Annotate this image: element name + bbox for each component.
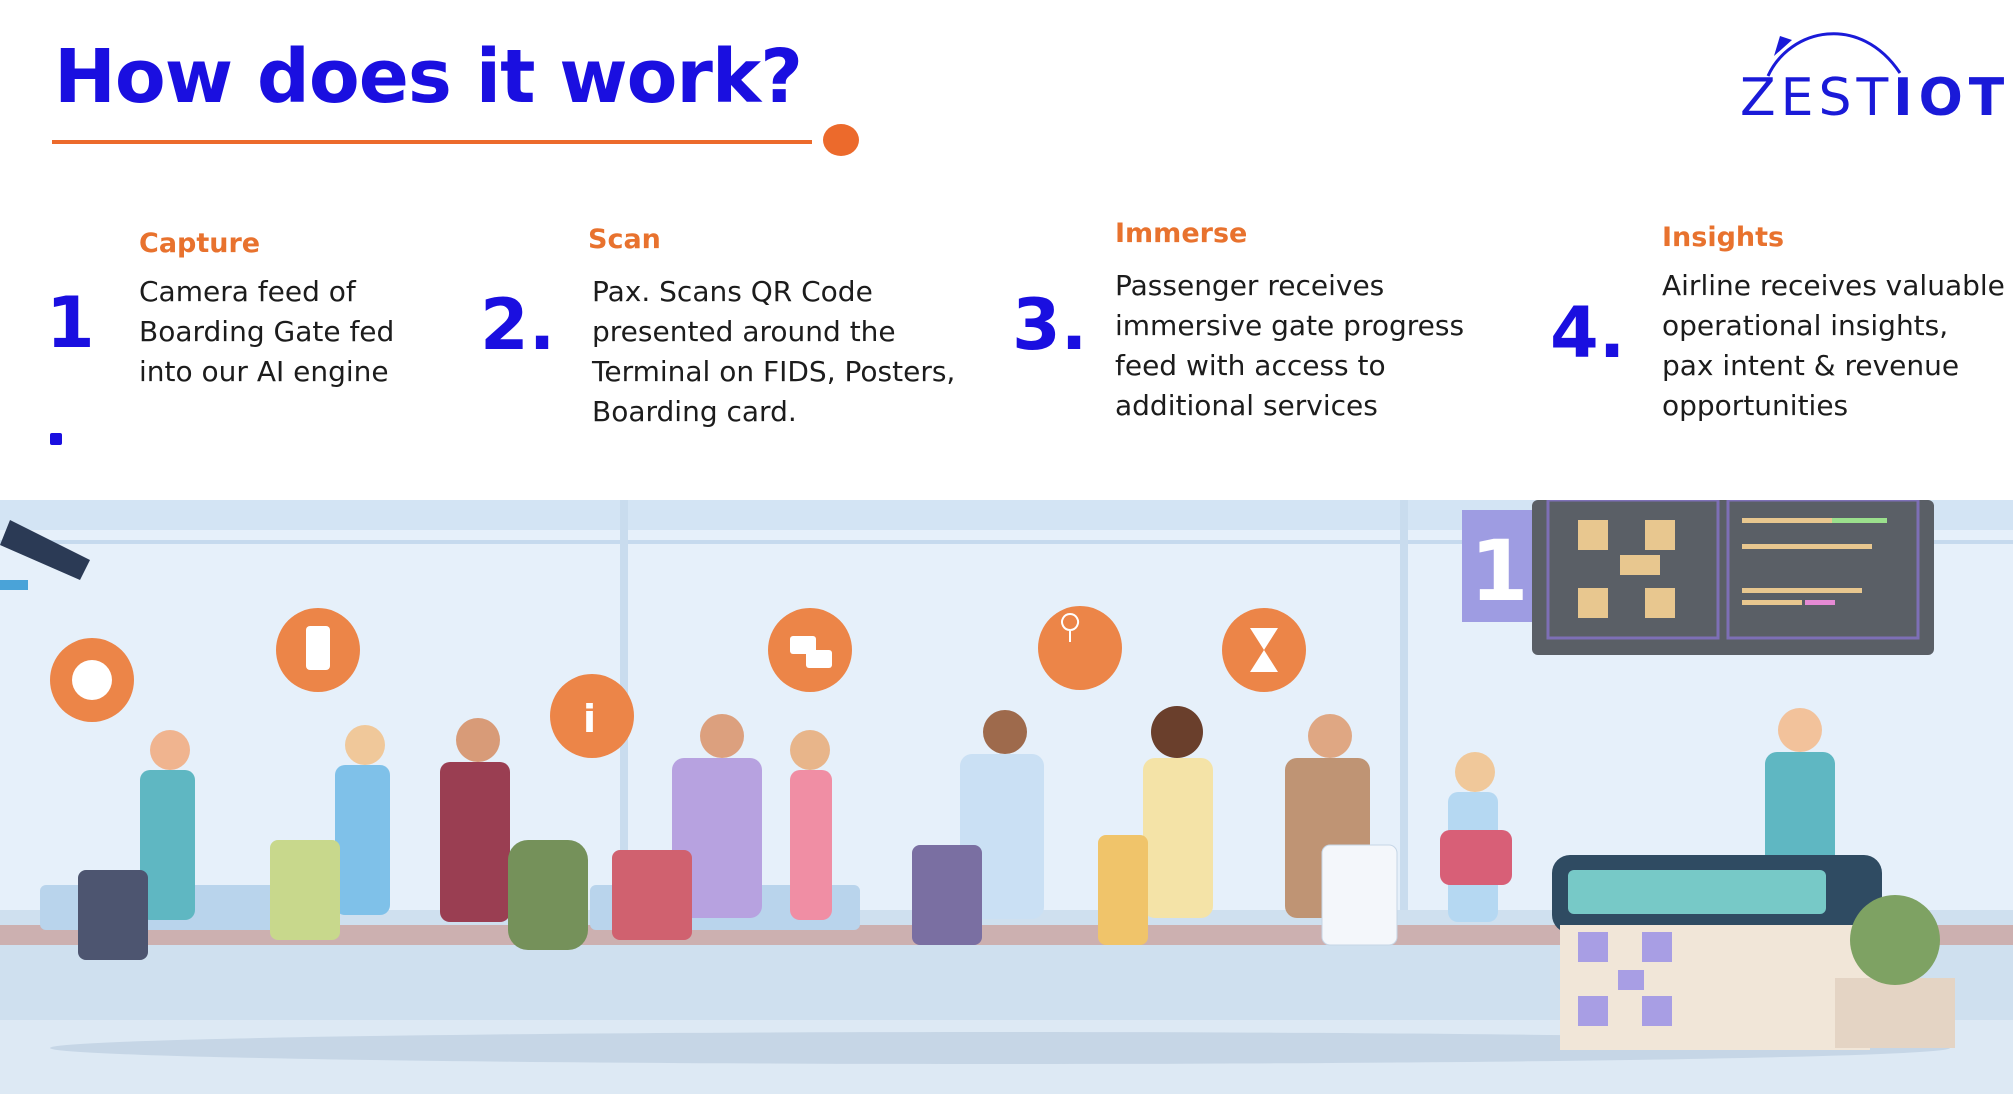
airport-gate-illustration: 1 i (0, 500, 2013, 1094)
qr-code-icon (1578, 520, 1675, 618)
step-4-title: Insights (1662, 222, 1785, 253)
security-camera-icon (0, 520, 90, 590)
step-3-description: Passenger receives immersive gate progre… (1115, 269, 1465, 422)
gate-sign-number: 1 (1470, 522, 1528, 620)
step-1-description: Camera feed of Boarding Gate fed into ou… (139, 275, 395, 388)
step-1-number: 1 (46, 282, 95, 364)
page-title: How does it work? (54, 34, 803, 120)
step-2-description: Pax. Scans QR Code presented around the … (592, 275, 956, 428)
step-1-title: Capture (139, 228, 261, 259)
hourglass-icon (1222, 608, 1306, 692)
zestiot-logo: ZESTIOT (1740, 18, 2004, 128)
step-3-number: 3. (1012, 284, 1088, 366)
gate-desk (1552, 855, 1955, 1050)
qr-code-icon (1578, 932, 1672, 1026)
arrow-arc-icon (1766, 32, 1902, 77)
step-2-title: Scan (588, 224, 661, 255)
map-pins-icon (1038, 606, 1122, 690)
flight-info-display: 1 (1462, 500, 1934, 655)
step-3-title: Immerse (1115, 218, 1248, 249)
step-1-number-dot (50, 433, 62, 445)
step-4-number: 4. (1550, 292, 1626, 374)
svg-text:i: i (583, 697, 596, 741)
title-underline (52, 140, 812, 144)
logo-text-light: ZEST (1740, 68, 1894, 128)
step-4-description: Airline receives valuable operational in… (1662, 269, 2005, 422)
step-2-number: 2. (480, 284, 556, 366)
info-icon (550, 674, 634, 758)
logo-text-bold: IOT (1893, 68, 2011, 128)
title-underline-dot (823, 124, 859, 156)
